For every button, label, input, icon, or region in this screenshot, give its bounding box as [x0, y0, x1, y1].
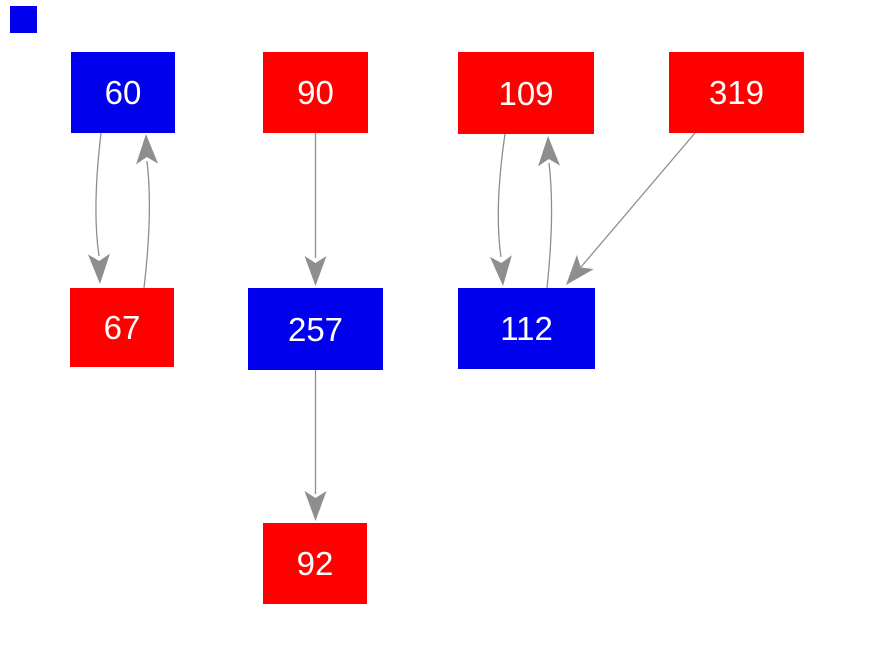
arrowhead-icon: [87, 253, 110, 284]
node-label: 112: [500, 310, 553, 347]
edge-line: [497, 133, 506, 258]
edge-319-112: [566, 132, 696, 285]
arrowhead-icon: [538, 136, 561, 167]
arrowhead-icon: [304, 256, 327, 286]
node-112[interactable]: 112: [458, 288, 595, 369]
edge-257-92: [304, 370, 327, 521]
node-67[interactable]: 67: [70, 288, 174, 367]
edge-90-257: [304, 133, 327, 286]
node-label: 257: [287, 310, 344, 348]
edge-line: [580, 132, 696, 268]
node-90[interactable]: 90: [263, 52, 368, 133]
edge-109-112: [489, 133, 512, 286]
arrowhead-icon: [136, 134, 159, 165]
node-60[interactable]: 60: [71, 52, 175, 133]
node-label: 67: [103, 309, 141, 346]
edge-112-109: [538, 136, 561, 289]
node-label: 319: [708, 74, 765, 111]
edge-line: [143, 160, 151, 289]
node-label: 109: [498, 74, 554, 112]
node-319[interactable]: 319: [669, 52, 804, 133]
node-109[interactable]: 109: [458, 52, 594, 134]
edge-60-67: [87, 132, 110, 284]
node-92[interactable]: 92: [263, 523, 367, 604]
node-label: 90: [297, 74, 334, 111]
arrowhead-icon: [489, 255, 512, 286]
corner-square: [10, 6, 37, 33]
arrowhead-icon: [304, 491, 327, 521]
edge-67-60: [136, 134, 159, 289]
node-257[interactable]: 257: [248, 288, 383, 370]
node-label: 60: [104, 74, 142, 111]
edge-line: [546, 162, 553, 289]
arrowhead-icon: [566, 254, 594, 285]
node-label: 92: [296, 545, 334, 582]
edge-line: [95, 132, 102, 257]
